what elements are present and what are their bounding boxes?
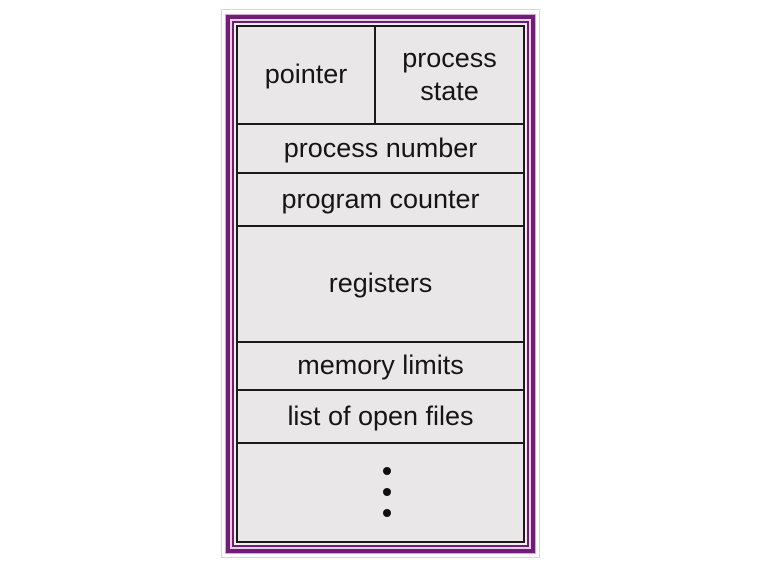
pcb-frame-outer-line: pointer process state process number pro… bbox=[225, 13, 536, 554]
pcb-row-top: pointer process state bbox=[238, 26, 523, 123]
pcb-frame-light-line: pointer process state process number pro… bbox=[230, 18, 531, 549]
pcb-table: pointer process state process number pro… bbox=[236, 24, 525, 543]
vertical-ellipsis-dot-icon bbox=[382, 488, 391, 496]
pcb-cell-program-counter: program counter bbox=[238, 171, 523, 225]
pcb-cell-list-of-open-files: list of open files bbox=[238, 388, 523, 442]
pcb-cell-ellipsis bbox=[238, 441, 523, 541]
pcb-cell-pointer: pointer bbox=[238, 26, 376, 123]
pcb-frame-thick-purple: pointer process state process number pro… bbox=[226, 14, 535, 553]
vertical-ellipsis-dot-icon bbox=[382, 509, 391, 517]
pcb-cell-registers: registers bbox=[238, 224, 523, 341]
pcb-frame-inner-purple: pointer process state process number pro… bbox=[232, 20, 529, 547]
pcb-cell-process-state: process state bbox=[402, 42, 497, 106]
vertical-ellipsis-dot-icon bbox=[382, 467, 391, 475]
pcb-cell-process-number: process number bbox=[238, 122, 523, 172]
pcb-cell-memory-limits: memory limits bbox=[238, 340, 523, 389]
figure-frame: pointer process state process number pro… bbox=[221, 9, 540, 558]
